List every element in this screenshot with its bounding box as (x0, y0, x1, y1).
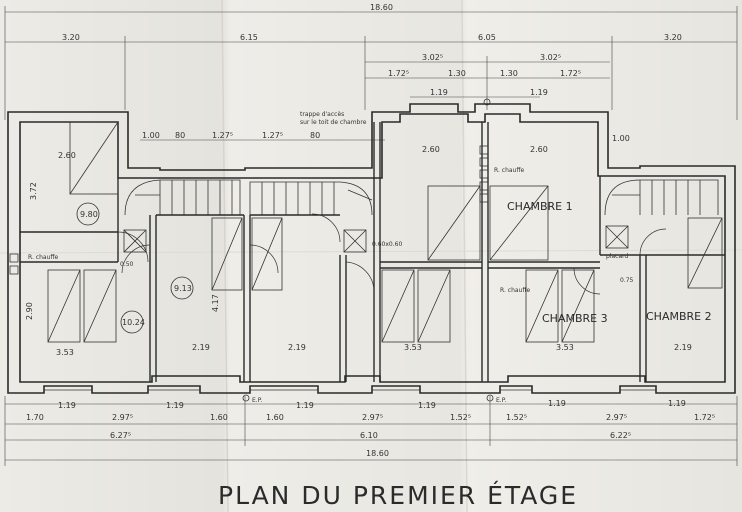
dim-h417: 4.17 (211, 294, 220, 312)
dim-h290: 2.90 (25, 302, 34, 320)
dim-h372: 3.72 (29, 182, 38, 200)
note-placard: placard (606, 253, 628, 260)
dim-119a: 1.19 (430, 88, 448, 97)
dim-w353c: 3.53 (556, 343, 574, 352)
dim-r75: 0.75 (620, 277, 634, 284)
area-9-13: 9.13 (174, 284, 192, 293)
dim-b297b: 2.97⁵ (362, 413, 383, 422)
dim-80: 80 (175, 131, 185, 140)
dim-b622: 6.22⁵ (610, 431, 631, 440)
dim-right-top: 3.20 (664, 33, 682, 42)
dim-b170: 1.70 (26, 413, 44, 422)
dim-r50: 0.50 (120, 261, 134, 268)
exterior-walls (7, 103, 736, 394)
note-chauffe-2: R. chauffe (494, 167, 524, 174)
dim-b152a: 1.52⁵ (450, 413, 471, 422)
dim-b119a: 1.19 (58, 401, 76, 410)
room-chambre-3: CHAMBRE 3 (542, 312, 608, 325)
dim-w219c: 2.19 (674, 343, 692, 352)
area-10-24: 10.24 (122, 318, 145, 327)
dim-right-mid-top: 6.05 (478, 33, 496, 42)
dim-w219b: 2.19 (288, 343, 306, 352)
dim-b119c: 1.19 (296, 401, 314, 410)
dim-w219a: 2.19 (192, 343, 210, 352)
dim-b297a: 2.97⁵ (112, 413, 133, 422)
dim-w260a: 2.60 (58, 151, 76, 160)
dim-b119b: 1.19 (166, 401, 184, 410)
note-trappe-size: 0.60x0.60 (372, 241, 402, 248)
dim-172b: 1.72⁵ (560, 69, 581, 78)
wardrobes (47, 121, 723, 343)
interior-walls (20, 122, 725, 382)
note-ep-1: E.P. (252, 397, 262, 404)
dim-b160b: 1.60 (266, 413, 284, 422)
staircases (124, 179, 719, 216)
dim-b119f: 1.19 (668, 399, 686, 408)
note-trappe-sub: sur le toit de chambre (300, 119, 367, 126)
dim-130a: 1.30 (448, 69, 466, 78)
dim-172a: 1.72⁵ (388, 69, 409, 78)
note-chauffe-3: R. chauffe (500, 287, 530, 294)
dim-100b: 1.00 (612, 134, 630, 143)
area-circles (76, 202, 194, 334)
dim-w260b: 2.60 (422, 145, 440, 154)
dim-302b: 3.02⁵ (540, 53, 561, 62)
dim-130b: 1.30 (500, 69, 518, 78)
dim-b172: 1.72⁵ (694, 413, 715, 422)
dim-b160a: 1.60 (210, 413, 228, 422)
radiator-marks (9, 98, 494, 402)
dim-100a: 1.00 (142, 131, 160, 140)
dim-btotal: 18.60 (366, 449, 389, 458)
dim-302a: 3.02⁵ (422, 53, 443, 62)
dim-80b: 80 (310, 131, 320, 140)
dim-b627: 6.27⁵ (110, 431, 131, 440)
dim-w260c: 2.60 (530, 145, 548, 154)
dim-left-mid-top: 6.15 (240, 33, 258, 42)
note-ep-2: E.P. (496, 397, 506, 404)
dim-total-top: 18.60 (370, 3, 393, 12)
dim-b152b: 1.52⁵ (506, 413, 527, 422)
dim-127b: 1.27⁵ (262, 131, 283, 140)
note-chauffe-1: R. chauffe (28, 254, 58, 261)
dim-b610: 6.10 (360, 431, 378, 440)
dim-127a: 1.27⁵ (212, 131, 233, 140)
top-dimension-lines (4, 6, 738, 141)
bottom-dimension-lines (4, 396, 738, 466)
dim-b119d: 1.19 (418, 401, 436, 410)
room-chambre-2: CHAMBRE 2 (646, 310, 712, 323)
dim-b119e: 1.19 (548, 399, 566, 408)
room-chambre-1: CHAMBRE 1 (507, 200, 573, 213)
plan-title: PLAN DU PREMIER ÉTAGE (218, 481, 578, 510)
dim-119b: 1.19 (530, 88, 548, 97)
dim-w353a: 3.53 (56, 348, 74, 357)
area-9-80: 9.80 (80, 210, 98, 219)
dim-w353b: 3.53 (404, 343, 422, 352)
door-swings (117, 213, 667, 295)
dim-b297c: 2.97⁵ (606, 413, 627, 422)
dim-left-top: 3.20 (62, 33, 80, 42)
note-trappe-acces: trappe d'accès (300, 111, 344, 118)
